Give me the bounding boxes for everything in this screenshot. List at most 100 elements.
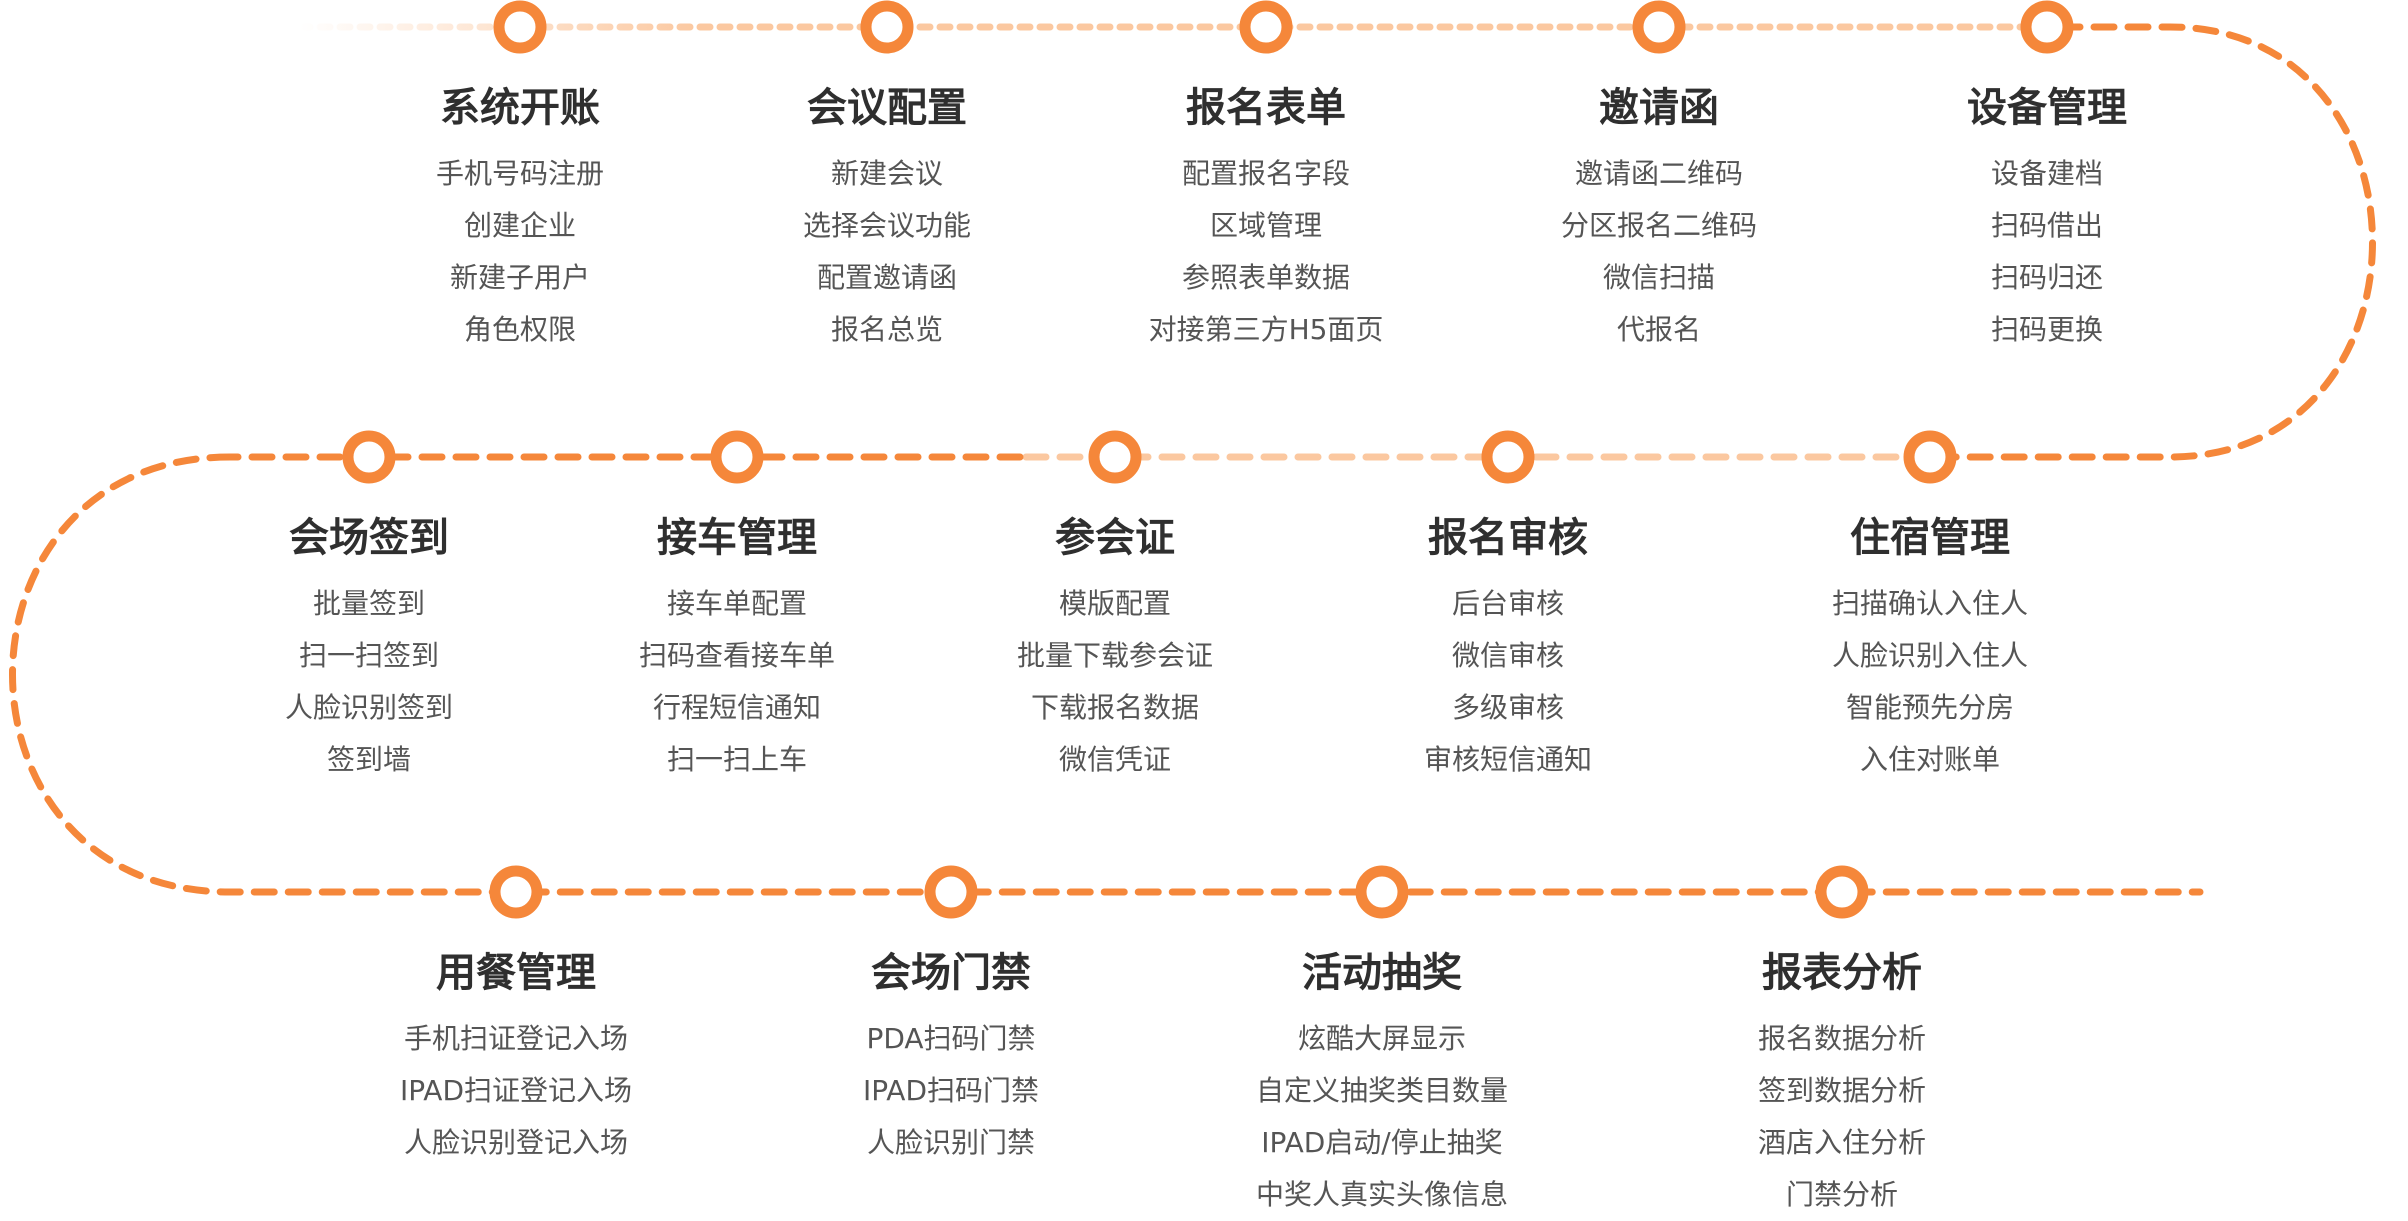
step-item: 人脸识别签到 — [284, 691, 453, 724]
step-marker — [924, 865, 978, 919]
step-item: 下载报名数据 — [1030, 691, 1199, 724]
step-item: 入住对账单 — [1859, 743, 2000, 776]
step-item: 自定义抽奖类目数量 — [1255, 1074, 1508, 1107]
step-node: 会场门禁 PDA扫码门禁 IPAD扫码门禁人脸识别门禁 — [761, 949, 1141, 1169]
step-node: 住宿管理扫描确认入住人人脸识别入住人智能预先分房入住对账单 — [1740, 514, 2120, 786]
step-title: 系统开账 — [440, 85, 600, 131]
step-item: 创建企业 — [463, 209, 576, 242]
left-curve-bottom-path — [9, 453, 2204, 896]
step-item: 扫描确认入住人 — [1831, 587, 2028, 620]
step-item: 扫码归还 — [1990, 261, 2103, 294]
step-item: 中奖人真实头像信息 — [1255, 1178, 1508, 1211]
step-item: 后台审核 — [1451, 587, 1564, 620]
step-item: 对接第三方H5面页 — [1148, 313, 1384, 346]
step-item: 参照表单数据 — [1181, 261, 1350, 294]
step-node: 报表分析报名数据分析签到数据分析酒店入住分析门禁分析 — [1652, 949, 2032, 1221]
step-item: 行程短信通知 — [652, 691, 821, 724]
step-item: IPAD扫证登记入场 — [399, 1074, 633, 1107]
step-item: 批量下载参会证 — [1016, 639, 1213, 672]
step-item: 扫一扫签到 — [298, 639, 439, 672]
step-marker — [710, 430, 764, 484]
step-item-list: 扫描确认入住人人脸识别入住人智能预先分房入住对账单 — [1740, 578, 2120, 786]
step-title: 报名审核 — [1428, 515, 1588, 561]
right-curve-path — [1926, 23, 2376, 461]
step-item: 角色权限 — [463, 313, 576, 346]
step-marker — [342, 430, 396, 484]
step-item-list: 炫酷大屏显示自定义抽奖类目数量 IPAD启动/停止抽奖中奖人真实头像信息 — [1192, 1013, 1572, 1221]
step-item: 代报名 — [1616, 313, 1701, 346]
step-item-list: 报名数据分析签到数据分析酒店入住分析门禁分析 — [1652, 1013, 2032, 1221]
step-title: 住宿管理 — [1850, 515, 2010, 561]
step-item: 邀请函二维码 — [1574, 157, 1743, 190]
step-item: 选择会议功能 — [802, 209, 971, 242]
step-item-list: 设备建档扫码借出扫码归还扫码更换 — [1857, 148, 2237, 356]
step-item: 签到墙 — [326, 743, 411, 776]
step-item-list: 手机扫证登记入场 IPAD扫证登记入场人脸识别登记入场 — [326, 1013, 706, 1169]
step-item: 设备建档 — [1990, 157, 2103, 190]
step-item-list: PDA扫码门禁 IPAD扫码门禁人脸识别门禁 — [761, 1013, 1141, 1169]
step-item: 批量签到 — [312, 587, 425, 620]
step-item: IPAD扫码门禁 — [862, 1074, 1040, 1107]
step-item: 报名数据分析 — [1757, 1022, 1926, 1055]
step-title: 报名表单 — [1186, 85, 1346, 131]
step-node: 系统开账手机号码注册创建企业新建子用户角色权限 — [330, 84, 710, 356]
step-item: 微信凭证 — [1058, 743, 1171, 776]
step-marker — [2020, 0, 2074, 54]
step-title: 会场门禁 — [871, 950, 1031, 996]
step-node: 参会证模版配置批量下载参会证下载报名数据微信凭证 — [925, 514, 1305, 786]
step-marker — [1481, 430, 1535, 484]
step-title: 接车管理 — [657, 515, 817, 561]
step-item: 配置邀请函 — [816, 261, 957, 294]
step-item-list: 接车单配置扫码查看接车单行程短信通知扫一扫上车 — [547, 578, 927, 786]
step-item-list: 批量签到扫一扫签到人脸识别签到签到墙 — [179, 578, 559, 786]
step-node: 报名审核后台审核微信审核多级审核审核短信通知 — [1318, 514, 1698, 786]
step-item-list: 新建会议选择会议功能配置邀请函报名总览 — [697, 148, 1077, 356]
step-item: 酒店入住分析 — [1757, 1126, 1926, 1159]
step-item: 人脸识别入住人 — [1831, 639, 2028, 672]
step-title: 会场签到 — [289, 515, 449, 561]
step-item-list: 手机号码注册创建企业新建子用户角色权限 — [330, 148, 710, 356]
step-marker — [1903, 430, 1957, 484]
step-marker — [1815, 865, 1869, 919]
step-item: 扫一扫上车 — [666, 743, 807, 776]
step-item: PDA扫码门禁 — [866, 1022, 1036, 1055]
step-item: 配置报名字段 — [1181, 157, 1350, 190]
step-marker — [489, 865, 543, 919]
step-item: 签到数据分析 — [1757, 1074, 1926, 1107]
step-item: 多级审核 — [1451, 691, 1564, 724]
step-node: 邀请函邀请函二维码分区报名二维码微信扫描代报名 — [1469, 84, 1849, 356]
step-item: 新建子用户 — [449, 261, 590, 294]
step-item: 分区报名二维码 — [1560, 209, 1757, 242]
step-marker — [1632, 0, 1686, 54]
step-item: 手机号码注册 — [435, 157, 604, 190]
step-item: 扫码借出 — [1990, 209, 2103, 242]
step-item: 报名总览 — [830, 313, 943, 346]
step-item: 新建会议 — [830, 157, 943, 190]
step-node: 会场签到批量签到扫一扫签到人脸识别签到签到墙 — [179, 514, 559, 786]
step-node: 接车管理接车单配置扫码查看接车单行程短信通知扫一扫上车 — [547, 514, 927, 786]
step-item: 扫码查看接车单 — [638, 639, 835, 672]
step-item: IPAD启动/停止抽奖 — [1261, 1126, 1503, 1159]
step-title: 活动抽奖 — [1302, 950, 1462, 996]
step-item: 手机扫证登记入场 — [403, 1022, 628, 1055]
step-title: 报表分析 — [1762, 950, 1922, 996]
step-item-list: 模版配置批量下载参会证下载报名数据微信凭证 — [925, 578, 1305, 786]
step-node: 用餐管理手机扫证登记入场 IPAD扫证登记入场人脸识别登记入场 — [326, 949, 706, 1169]
step-item-list: 邀请函二维码分区报名二维码微信扫描代报名 — [1469, 148, 1849, 356]
step-item: 微信审核 — [1451, 639, 1564, 672]
step-marker — [493, 0, 547, 54]
step-title: 用餐管理 — [436, 950, 596, 996]
step-item: 区域管理 — [1209, 209, 1322, 242]
step-node: 设备管理设备建档扫码借出扫码归还扫码更换 — [1857, 84, 2237, 356]
step-marker — [1239, 0, 1293, 54]
step-item: 扫码更换 — [1990, 313, 2103, 346]
step-title: 会议配置 — [807, 85, 967, 131]
step-item: 人脸识别门禁 — [866, 1126, 1035, 1159]
step-item: 微信扫描 — [1602, 261, 1715, 294]
step-item: 模版配置 — [1058, 587, 1171, 620]
step-item-list: 配置报名字段区域管理参照表单数据对接第三方H5面页 — [1076, 148, 1456, 356]
step-item: 人脸识别登记入场 — [403, 1126, 628, 1159]
step-item: 炫酷大屏显示 — [1297, 1022, 1466, 1055]
